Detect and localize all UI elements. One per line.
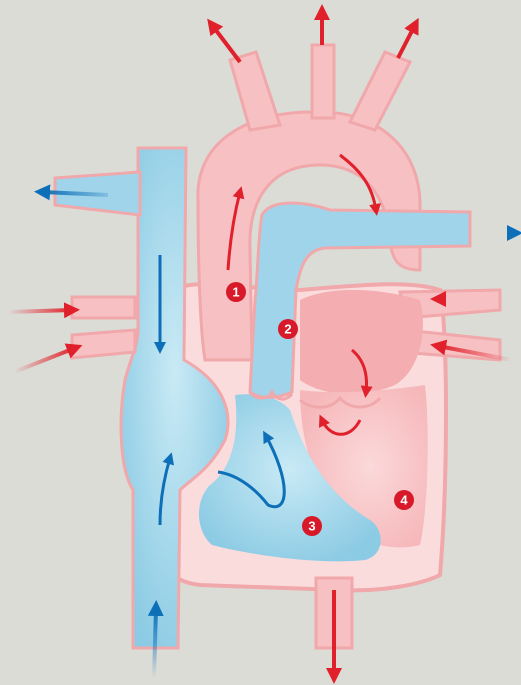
label-badge-3: 3 <box>302 516 322 536</box>
label-badge-4-text: 4 <box>400 493 408 508</box>
label-badge-1-text: 1 <box>232 285 239 300</box>
left-carotid-artery <box>312 45 334 118</box>
left-pulmonary-vein-upper <box>72 297 135 318</box>
label-badge-4: 4 <box>394 490 414 510</box>
left-subclavian-artery <box>350 52 410 130</box>
red-arrow-subclavian <box>398 25 415 58</box>
brachiocephalic-artery <box>230 52 280 130</box>
red-arrow-pv-left-lower <box>14 348 75 372</box>
label-badge-2-text: 2 <box>284 322 291 337</box>
label-badge-3-text: 3 <box>308 519 315 534</box>
label-badge-2: 2 <box>278 319 298 339</box>
blue-arrow-ivc-up <box>154 608 156 678</box>
red-arrow-brachiocephalic <box>212 25 240 62</box>
red-arrow-pv-left-upper <box>8 310 72 312</box>
left-pulmonary-vein-lower <box>72 330 135 358</box>
label-badge-1: 1 <box>226 282 246 302</box>
